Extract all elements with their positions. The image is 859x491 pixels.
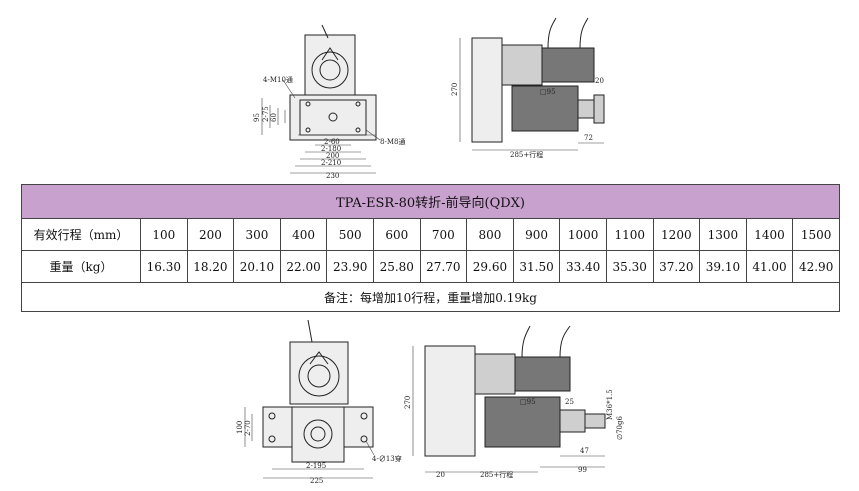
top-side-view: 270 □95 285+行程 72 20	[451, 17, 605, 159]
stroke-value-cell: 900	[512, 218, 561, 251]
top-dim-95: 95	[253, 113, 261, 122]
top-dim-285-stroke: 285+行程	[510, 150, 543, 159]
bottom-dim-100: 100	[236, 421, 244, 434]
top-front-view: 95 2-75 60 4-M10通 2-60 2-180 200 2-210 2…	[253, 24, 405, 180]
weight-label: 重量（kg）	[21, 250, 141, 283]
top-dim-95-square: □95	[540, 88, 556, 96]
bottom-dim-95-square: □95	[520, 398, 536, 406]
weight-value-cell: 31.50	[512, 250, 561, 283]
table-note: 备注：每增加10行程，重量增加0.19kg	[21, 282, 840, 312]
top-dim-20: 20	[595, 77, 604, 85]
bottom-dim-2-195: 2-195	[306, 462, 326, 470]
stroke-value-cell: 1300	[699, 218, 747, 251]
weight-value-cell: 22.00	[279, 250, 328, 283]
bottom-dim-99: 99	[578, 466, 587, 474]
bottom-dim-270: 270	[404, 396, 412, 409]
stroke-value-cell: 300	[233, 218, 281, 251]
top-technical-drawing: 95 2-75 60 4-M10通 2-60 2-180 200 2-210 2…	[0, 0, 859, 183]
top-dim-2-180: 2-180	[321, 145, 341, 153]
top-dim-270: 270	[451, 83, 459, 96]
top-dim-2-210: 2-210	[321, 159, 341, 167]
stroke-value-cell: 700	[419, 218, 468, 251]
weight-value-cell: 41.00	[745, 250, 794, 283]
bottom-dim-20: 20	[436, 471, 445, 479]
stroke-value-cell: 1200	[652, 218, 701, 251]
top-dim-60: 60	[270, 113, 278, 122]
bottom-dim-70g6: ∅70g6	[616, 416, 624, 440]
weight-value-cell: 35.30	[605, 250, 654, 283]
top-dim-2-75: 2-75	[262, 106, 270, 122]
top-dim-230: 230	[326, 172, 339, 180]
weight-value-cell: 42.90	[792, 250, 840, 283]
weight-value-cell: 20.10	[233, 250, 281, 283]
bottom-side-view: 270 □95 25 M36*1.5 ∅70g6 47 99 20 285+行程	[404, 325, 624, 479]
stroke-value-cell: 400	[279, 218, 328, 251]
top-dim-2-60: 2-60	[324, 138, 340, 146]
weight-value-cell: 37.20	[652, 250, 701, 283]
bottom-front-view: 100 2-70 2-195 225 4-∅13穿	[236, 319, 402, 485]
weight-value-cell: 16.30	[140, 250, 188, 283]
stroke-value-cell: 1500	[792, 218, 840, 251]
weight-value-cell: 18.20	[186, 250, 235, 283]
bottom-dim-285-stroke: 285+行程	[480, 470, 513, 479]
bottom-dim-47: 47	[580, 447, 589, 455]
stroke-value-cell: 100	[140, 218, 188, 251]
bottom-dim-25: 25	[565, 398, 574, 406]
weight-value-cell: 33.40	[559, 250, 607, 283]
weight-value-cell: 39.10	[699, 250, 747, 283]
top-dim-200: 200	[326, 152, 339, 160]
weight-value-cell: 27.70	[419, 250, 468, 283]
bottom-dim-2-70: 2-70	[244, 420, 252, 436]
top-dim-72: 72	[584, 134, 593, 142]
weight-value-cell: 25.80	[372, 250, 421, 283]
stroke-value-cell: 1000	[559, 218, 607, 251]
weight-value-cell: 29.60	[466, 250, 514, 283]
bottom-technical-drawing: 100 2-70 2-195 225 4-∅13穿 270 □95 25 M36…	[0, 312, 859, 487]
stroke-value-cell: 600	[372, 218, 421, 251]
note-row: 备注：每增加10行程，重量增加0.19kg	[21, 282, 840, 312]
stroke-value-cell: 1100	[605, 218, 654, 251]
top-callout-8-m8: 8-M8通	[380, 137, 405, 146]
table-title: TPA-ESR-80转折-前导向(QDX)	[21, 184, 840, 219]
weight-value-cell: 23.90	[326, 250, 374, 283]
table-title-row: TPA-ESR-80转折-前导向(QDX)	[21, 184, 840, 219]
stroke-value-cell: 1400	[745, 218, 794, 251]
bottom-callout-4-13: 4-∅13穿	[372, 454, 402, 463]
stroke-value-cell: 800	[466, 218, 514, 251]
top-callout-4-m10: 4-M10通	[263, 75, 293, 84]
stroke-label: 有效行程（mm）	[21, 218, 141, 251]
stroke-value-cell: 500	[326, 218, 374, 251]
bottom-dim-m36: M36*1.5	[606, 389, 614, 420]
bottom-dim-225: 225	[310, 477, 323, 485]
stroke-value-cell: 200	[186, 218, 235, 251]
